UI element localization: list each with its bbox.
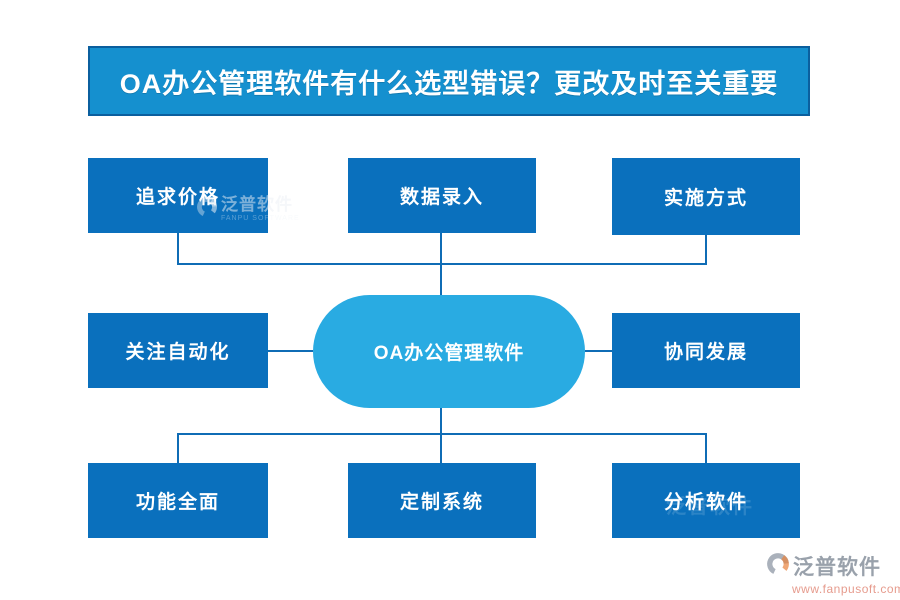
node-top-right: 实施方式 (612, 158, 800, 235)
footer-brand-block: 泛普软件 www.fanpusoft.com (766, 551, 900, 596)
node-middle-right: 协同发展 (612, 313, 800, 388)
footer-brand-name: 泛普软件 (793, 556, 881, 579)
footer-url: www.fanpusoft.com (792, 582, 900, 596)
connector-bottom-right-vertical (705, 433, 707, 464)
connector-bottom-horizontal (177, 433, 707, 435)
node-bottom-left: 功能全面 (88, 463, 268, 538)
node-top-center: 数据录入 (348, 158, 536, 233)
node-center: OA办公管理软件 (313, 295, 585, 408)
node-middle-left: 关注自动化 (88, 313, 268, 388)
node-bottom-center: 定制系统 (348, 463, 536, 538)
connector-bottom-left-vertical (177, 433, 179, 464)
connector-bottom-center-vertical (440, 408, 442, 464)
connector-middle-right (585, 350, 612, 352)
node-bottom-right: 分析软件 (612, 463, 800, 538)
connector-top-right-vertical (705, 234, 707, 265)
connector-top-left-vertical (177, 232, 179, 265)
connector-top-horizontal (177, 263, 707, 265)
connector-middle-left (268, 350, 313, 352)
fanpu-logo-icon (766, 552, 790, 581)
page-title: OA办公管理软件有什么选型错误？更改及时至关重要 (88, 46, 810, 116)
node-top-left: 追求价格 (88, 158, 268, 233)
